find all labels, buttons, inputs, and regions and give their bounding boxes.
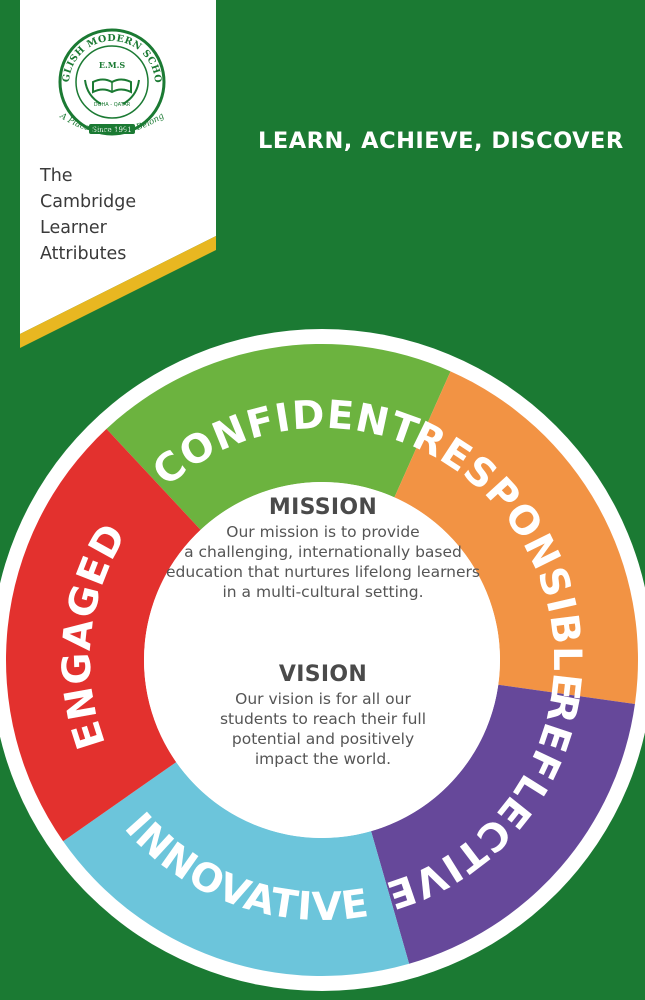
attributes-wheel: CONFIDENTRESPONSIBLEREFLECTIVEINNOVATIVE… bbox=[0, 329, 645, 991]
attributes-line: The bbox=[40, 166, 73, 186]
laurel-icon bbox=[84, 79, 140, 105]
segment-engaged bbox=[5, 428, 201, 842]
banner-shape bbox=[20, 0, 216, 348]
tagline: LEARN, ACHIEVE, DISCOVER bbox=[258, 128, 624, 154]
school-logo: ENGLISH MODERN SCHOOL E.M.S DOHA - QATAR… bbox=[45, 22, 167, 137]
book-icon bbox=[92, 78, 132, 94]
attributes-line: Attributes bbox=[40, 244, 127, 264]
header-banner bbox=[20, 0, 216, 350]
logo-location: DOHA - QATAR bbox=[94, 102, 131, 108]
vision-line: impact the world. bbox=[254, 750, 392, 768]
vision-block: VISION Our vision is for all our student… bbox=[158, 662, 488, 769]
segment-responsible bbox=[394, 371, 638, 704]
segment-reflective bbox=[371, 684, 635, 964]
mission-line: a challenging, internationally based bbox=[184, 543, 462, 561]
logo-since: Since 1991 bbox=[92, 126, 132, 134]
attributes-line: Cambridge bbox=[40, 192, 137, 212]
logo-initials: E.M.S bbox=[99, 60, 126, 70]
segment-innovative bbox=[63, 762, 410, 976]
segment-confident bbox=[106, 344, 451, 530]
mission-line: Our mission is to provide bbox=[226, 523, 420, 541]
mission-line: education that nurtures lifelong learner… bbox=[166, 563, 480, 581]
mission-block: MISSION Our mission is to provide a chal… bbox=[158, 495, 488, 602]
vision-line: Our vision is for all our bbox=[235, 690, 411, 708]
vision-title: VISION bbox=[278, 662, 368, 687]
vision-line: potential and positively bbox=[231, 730, 415, 748]
attributes-heading: The Cambridge Learner Attributes bbox=[40, 163, 200, 267]
wheel-center bbox=[144, 482, 500, 838]
mission-title: MISSION bbox=[268, 495, 378, 520]
attributes-line: Learner bbox=[40, 218, 107, 238]
mission-line: in a multi-cultural setting. bbox=[222, 583, 424, 601]
vision-line: students to reach their full bbox=[219, 710, 427, 728]
